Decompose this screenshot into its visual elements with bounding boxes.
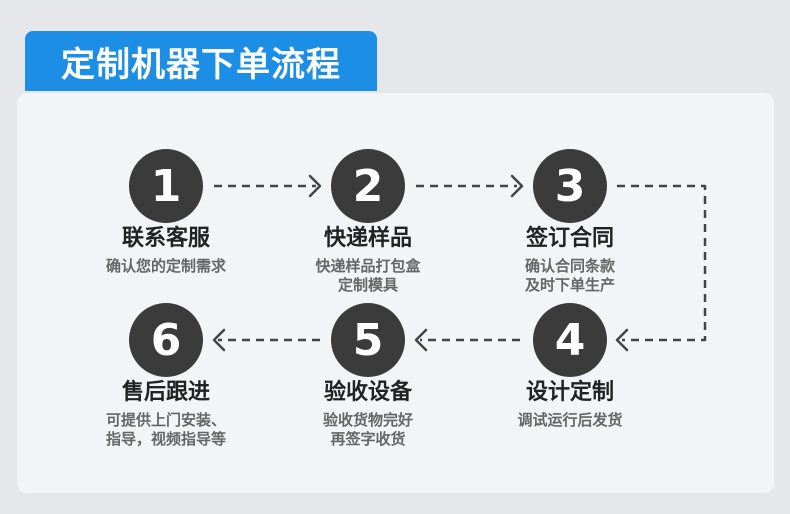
step-description-line: 快递样品打包盒 (315, 257, 421, 275)
step-number-circle: 1 (129, 149, 203, 223)
step-number-circle: 3 (533, 149, 607, 223)
step-description-line: 指导，视频指导等 (105, 430, 226, 448)
page-title: 定制机器下单流程 (25, 31, 377, 91)
step-description: 可提供上门安装、 指导，视频指导等 (81, 411, 251, 449)
step-description: 验收货物完好 再签字收货 (283, 411, 453, 449)
step-description: 确认您的定制需求 (81, 257, 251, 276)
step-description-line: 可提供上门安装、 (105, 411, 226, 429)
step-title: 签订合同 (525, 226, 614, 251)
step-1: 1 联系客服 确认您的定制需求 (81, 149, 251, 276)
step-number-circle: 2 (331, 149, 405, 223)
step-6: 6 售后跟进 可提供上门安装、 指导，视频指导等 (81, 303, 251, 449)
step-number-circle: 4 (533, 303, 607, 377)
step-description-line: 再签字收货 (330, 430, 406, 448)
step-number-circle: 5 (331, 303, 405, 377)
step-description: 调试运行后发货 (485, 411, 655, 430)
step-title: 快递样品 (323, 226, 412, 251)
step-2: 2 快递样品 快递样品打包盒 定制模具 (283, 149, 453, 295)
step-5: 5 验收设备 验收货物完好 再签字收货 (283, 303, 453, 449)
step-description: 确认合同条款 及时下单生产 (485, 257, 655, 295)
step-title: 设计定制 (525, 380, 614, 405)
step-3: 3 签订合同 确认合同条款 及时下单生产 (485, 149, 655, 295)
step-number-circle: 6 (129, 303, 203, 377)
step-title: 联系客服 (121, 226, 210, 251)
step-description-line: 及时下单生产 (524, 276, 615, 294)
step-description-line: 调试运行后发货 (517, 411, 623, 429)
step-4: 4 设计定制 调试运行后发货 (485, 303, 655, 430)
step-description-line: 定制模具 (337, 276, 398, 294)
step-title: 售后跟进 (121, 380, 210, 405)
step-description-line: 确认合同条款 (524, 257, 615, 275)
step-title: 验收设备 (323, 380, 412, 405)
step-description-line: 确认您的定制需求 (105, 257, 226, 275)
step-description: 快递样品打包盒 定制模具 (283, 257, 453, 295)
step-description-line: 验收货物完好 (322, 411, 413, 429)
